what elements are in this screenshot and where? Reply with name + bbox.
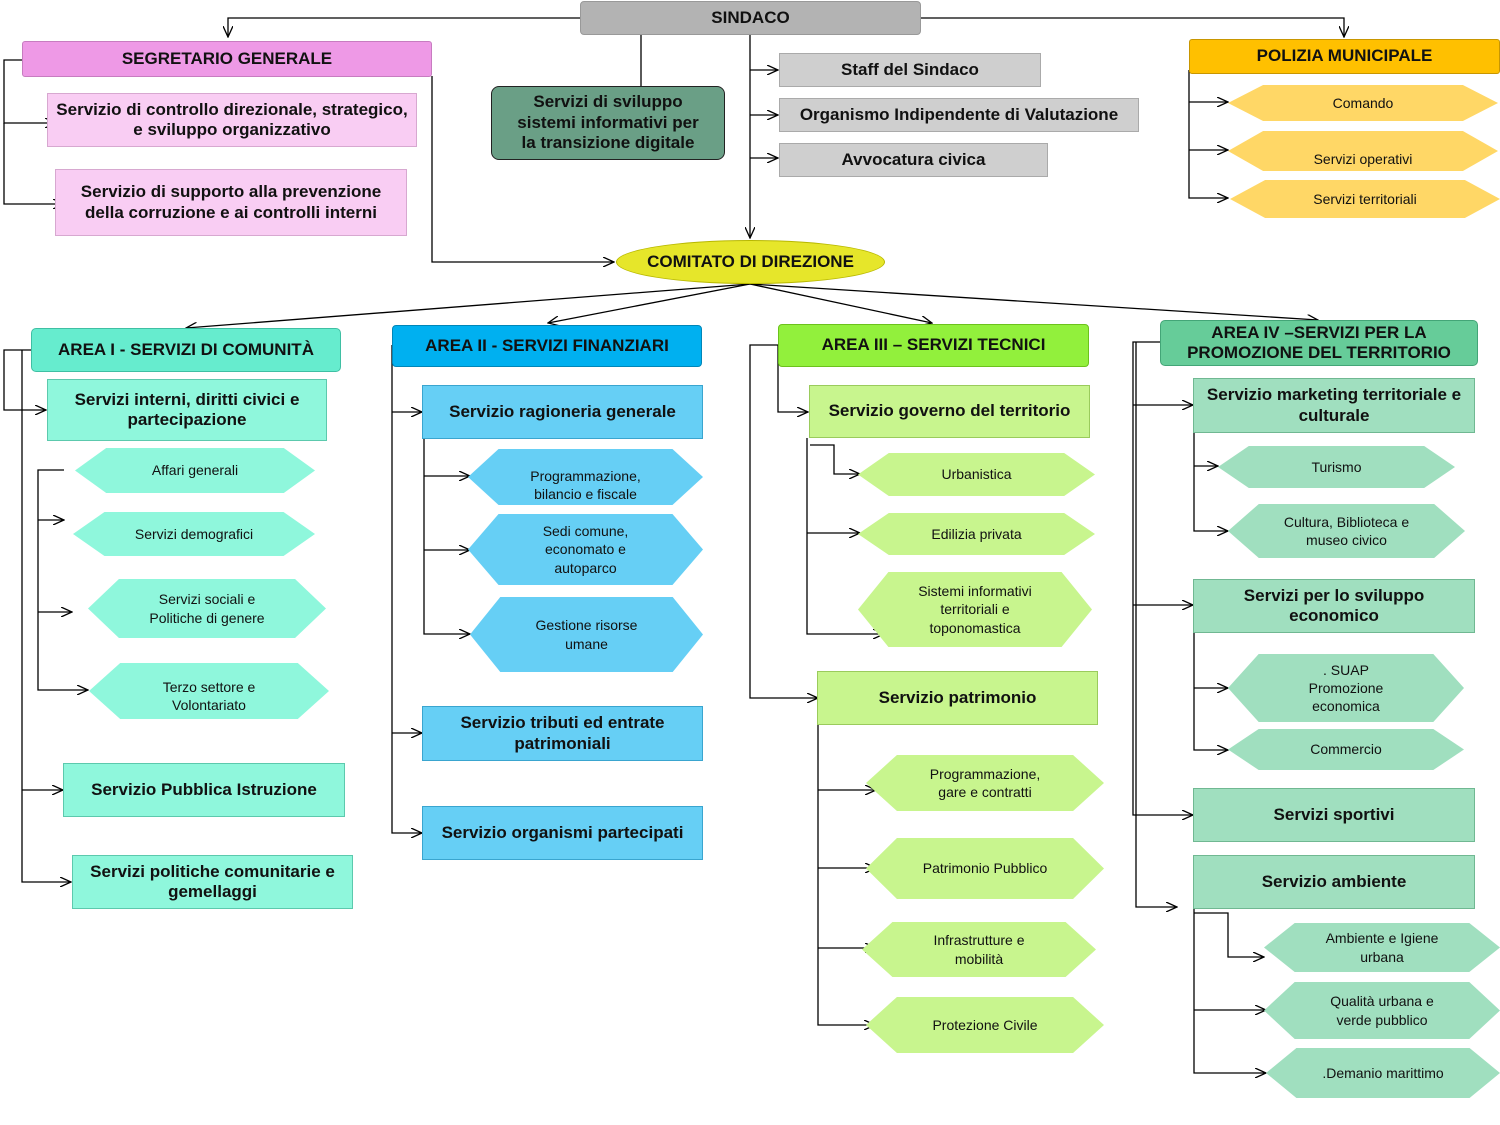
avvocatura-civica-box: Avvocatura civica xyxy=(779,143,1048,177)
area3-header: AREA III – SERVIZI TECNICI xyxy=(778,324,1089,367)
area1-service-box: Servizi politiche comunitarie e gemellag… xyxy=(72,855,353,909)
area3-item-hex: Urbanistica xyxy=(858,453,1095,496)
area3-item-hex: Sistemi informativi territoriali e topon… xyxy=(858,572,1092,647)
area4-item-hex: .Demanio marittimo xyxy=(1266,1048,1500,1098)
area4-item-hex: . SUAP Promozione economica xyxy=(1228,654,1464,722)
area2-item-hex: Sedi comune, economato e autoparco xyxy=(468,514,703,585)
area1-item-hex: Servizi demografici xyxy=(73,512,315,556)
area4-item-hex: Commercio xyxy=(1228,729,1464,770)
staff-sindaco-box: Staff del Sindaco xyxy=(779,53,1041,87)
area4-service-box: Servizio marketing territoriale e cultur… xyxy=(1193,378,1475,433)
area2-service-box: Servizio ragioneria generale xyxy=(422,385,703,439)
area2-service-box: Servizio tributi ed entrate patrimoniali xyxy=(422,706,703,761)
sindaco-box: SINDACO xyxy=(580,1,921,35)
comitato-direzione-pill: COMITATO DI DIREZIONE xyxy=(616,240,885,284)
polizia-item-hex: Servizi operativi xyxy=(1228,131,1498,171)
area2-item-hex: Programmazione, bilancio e fiscale xyxy=(468,449,703,505)
area2-header: AREA II - SERVIZI FINANZIARI xyxy=(392,325,702,367)
area4-item-hex: Qualità urbana e verde pubblico xyxy=(1264,982,1500,1039)
area1-item-hex: Servizi sociali e Politiche di genere xyxy=(88,579,326,638)
servizi-sviluppo-digitale-box: Servizi di sviluppo sistemi informativi … xyxy=(491,86,725,160)
area3-item-hex: Infrastrutture e mobilità xyxy=(862,922,1096,977)
area3-item-hex: Edilizia privata xyxy=(858,513,1095,555)
area1-header: AREA I - SERVIZI DI COMUNITÀ xyxy=(31,328,341,372)
area2-service-box: Servizio organismi partecipati xyxy=(422,806,703,860)
area1-item-hex: Affari generali xyxy=(75,448,315,493)
polizia-municipale-box: POLIZIA MUNICIPALE xyxy=(1189,39,1500,74)
area3-service-box: Servizio governo del territorio xyxy=(809,385,1090,438)
area1-item-hex: Terzo settore e Volontariato xyxy=(89,663,329,719)
segretario-generale-box: SEGRETARIO GENERALE xyxy=(22,41,432,77)
area1-service-box: Servizio Pubblica Istruzione xyxy=(63,763,345,817)
area4-item-hex: Ambiente e Igiene urbana xyxy=(1264,923,1500,972)
area4-header: AREA IV –SERVIZI PER LA PROMOZIONE DEL T… xyxy=(1160,320,1478,366)
area3-item-hex: Programmazione, gare e contratti xyxy=(866,755,1104,811)
area3-item-hex: Patrimonio Pubblico xyxy=(866,838,1104,899)
area4-service-box: Servizio ambiente xyxy=(1193,855,1475,909)
polizia-item-hex: Servizi territoriali xyxy=(1230,180,1500,218)
servizio-prevenzione-corruzione-box: Servizio di supporto alla prevenzione de… xyxy=(55,169,407,236)
area2-item-hex: Gestione risorse umane xyxy=(470,597,703,672)
area4-service-box: Servizi per lo sviluppo economico xyxy=(1193,579,1475,633)
area4-item-hex: Turismo xyxy=(1218,446,1455,488)
area4-service-box: Servizi sportivi xyxy=(1193,788,1475,842)
organismo-valutazione-box: Organismo Indipendente di Valutazione xyxy=(779,98,1139,132)
area3-service-box: Servizio patrimonio xyxy=(817,671,1098,725)
area3-item-hex: Protezione Civile xyxy=(866,997,1104,1053)
area1-service-box: Servizi interni, diritti civici e partec… xyxy=(47,379,327,441)
servizio-controllo-direzionale-box: Servizio di controllo direzionale, strat… xyxy=(47,93,417,147)
polizia-item-hex: Comando xyxy=(1228,85,1498,121)
area4-item-hex: Cultura, Biblioteca e museo civico xyxy=(1228,504,1465,558)
